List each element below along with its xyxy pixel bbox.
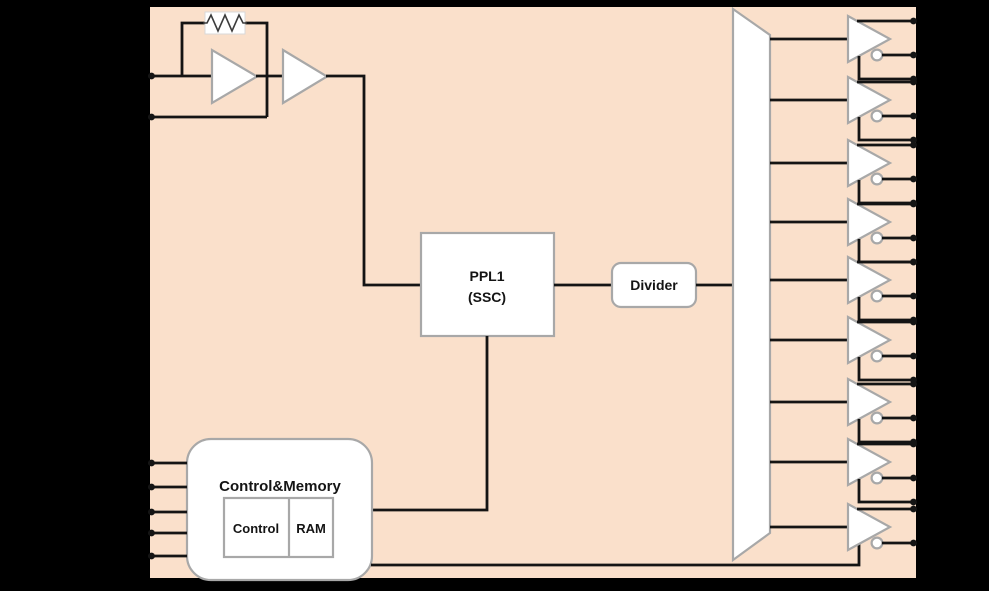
output-pin-dot bbox=[910, 474, 917, 482]
control-label: Control bbox=[233, 521, 279, 536]
inverter-bubble-icon bbox=[870, 231, 884, 245]
buffer-aux-wire bbox=[857, 117, 915, 142]
control-input-pins bbox=[148, 459, 187, 560]
buffer-triangle-icon bbox=[846, 437, 893, 487]
inverter-bubble-icon bbox=[870, 411, 884, 425]
buffer-triangle-icon bbox=[846, 502, 893, 552]
inverter-bubble-icon bbox=[870, 172, 884, 186]
control-to-buffer-bus bbox=[371, 544, 861, 567]
output-pin-dot bbox=[910, 51, 917, 59]
buffer-triangle-icon bbox=[846, 75, 893, 125]
control-memory-block: Control&Memory Control RAM bbox=[185, 437, 374, 582]
inverter-bubble-icon bbox=[870, 48, 884, 62]
pll-block: PPL1 (SSC) bbox=[419, 231, 556, 338]
output-pin-dot bbox=[910, 505, 917, 513]
pll-label-line1: PPL1 bbox=[469, 268, 504, 284]
pll-label-line2: (SSC) bbox=[468, 289, 506, 305]
oscillator-buffer-icon bbox=[281, 48, 330, 105]
output-buffer-1 bbox=[770, 14, 917, 83]
fanout-mux-shape bbox=[731, 6, 772, 563]
oscillator-section bbox=[148, 11, 420, 287]
inverter-bubble-icon bbox=[870, 349, 884, 363]
output-pin-dot bbox=[910, 175, 917, 183]
control-pin-dot bbox=[148, 508, 155, 516]
xtal-pin2-dot bbox=[148, 113, 155, 121]
output-pin-dot bbox=[910, 17, 917, 25]
pll-box bbox=[419, 231, 556, 338]
output-buffer-3 bbox=[770, 138, 917, 207]
output-pin-dot bbox=[910, 200, 917, 208]
control-pin-dot bbox=[148, 552, 155, 560]
inverter-bubble-icon bbox=[870, 109, 884, 123]
output-pin-dot bbox=[910, 258, 917, 266]
output-pin-dot bbox=[910, 440, 917, 448]
output-pin-dot bbox=[910, 414, 917, 422]
pll-to-control-wire bbox=[371, 336, 489, 512]
buffer-aux-wire bbox=[857, 479, 915, 504]
inverter-bubble-icon bbox=[870, 289, 884, 303]
buffer-aux-wire bbox=[857, 357, 915, 382]
output-buffer-6 bbox=[770, 315, 917, 384]
divider-label: Divider bbox=[630, 277, 678, 293]
output-buffer-bank bbox=[770, 14, 917, 552]
buffer-aux-wire bbox=[857, 419, 915, 444]
control-pin-dot bbox=[148, 483, 155, 491]
osc-to-pll-wire bbox=[326, 74, 420, 287]
output-pin-dot bbox=[910, 352, 917, 360]
inverter-bubble-icon bbox=[870, 536, 884, 550]
resistor-icon bbox=[203, 13, 247, 33]
control-memory-title: Control&Memory bbox=[219, 478, 341, 495]
output-pin-dot bbox=[910, 141, 917, 149]
buffer-triangle-icon bbox=[846, 377, 893, 427]
buffer-triangle-icon bbox=[846, 197, 893, 247]
output-pin-dot bbox=[910, 380, 917, 388]
buffer-aux-wire bbox=[857, 297, 915, 322]
output-buffer-4 bbox=[770, 197, 917, 266]
xtal-pin1-dot bbox=[148, 72, 155, 80]
output-pin-dot bbox=[910, 292, 917, 300]
buffer-triangle-icon bbox=[846, 138, 893, 188]
control-ram-box bbox=[222, 496, 335, 559]
buffer-triangle-icon bbox=[846, 255, 893, 305]
output-buffer-8 bbox=[770, 437, 917, 506]
output-pin-dot bbox=[910, 498, 917, 506]
ram-label: RAM bbox=[296, 521, 326, 536]
buffer-triangle-icon bbox=[846, 315, 893, 365]
output-buffer-2 bbox=[770, 75, 917, 144]
output-pin-dot bbox=[910, 112, 917, 120]
oscillator-amplifier-icon bbox=[210, 48, 260, 105]
control-pin-dot bbox=[148, 529, 155, 537]
output-buffer-9 bbox=[770, 502, 917, 552]
buffer-aux-wire bbox=[857, 56, 915, 81]
control-pin-dot bbox=[148, 459, 155, 467]
buffer-triangle-icon bbox=[846, 14, 893, 64]
output-pin-dot bbox=[910, 234, 917, 242]
output-pin-dot bbox=[910, 539, 917, 547]
divider-block: Divider bbox=[610, 261, 698, 309]
inverter-bubble-icon bbox=[870, 471, 884, 485]
output-pin-dot bbox=[910, 78, 917, 86]
output-pin-dot bbox=[910, 136, 917, 144]
output-pin-dot bbox=[910, 318, 917, 326]
